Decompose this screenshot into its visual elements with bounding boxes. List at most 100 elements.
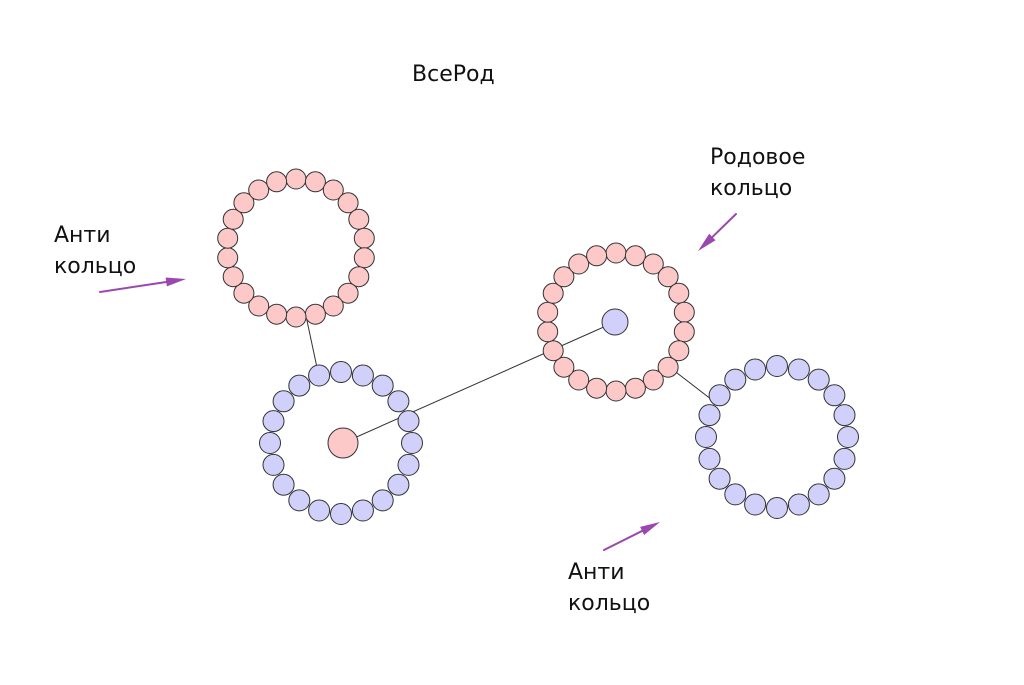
bead [787,358,810,381]
bead [351,499,374,522]
bead [285,306,307,328]
bead [787,493,810,516]
anti-ring-label-left: Анти кольцо [54,220,136,282]
rod-ring-label-line2: кольцо [710,176,793,201]
bead [353,247,375,269]
anti-ring-label-bottom: Анти кольцо [568,557,650,619]
bead [233,192,255,214]
bead [586,245,608,267]
bead [308,364,331,387]
bead [708,384,731,407]
bead [673,301,695,323]
bead [285,168,307,190]
bead [371,374,394,397]
bead [605,380,627,402]
bead [266,303,288,325]
pointer-arrows [99,213,737,551]
bead [568,369,590,391]
bead [642,369,664,391]
bead [248,295,270,317]
bead [642,253,664,275]
bead [397,410,420,433]
bead [766,355,788,377]
bead [673,321,695,343]
bead [807,483,830,506]
bead [624,245,646,267]
rod-ring-label-line1: Родовое [710,145,806,170]
link-left-center-to-right-center [342,321,616,444]
bead [387,473,410,496]
bead [542,340,564,362]
bead [537,321,559,343]
bead [330,503,352,525]
bead [262,453,285,476]
bead [222,266,244,288]
bead [668,340,690,362]
anti-ring-top-left [217,168,375,328]
bead [217,247,239,269]
bead [698,447,721,470]
bead [657,356,679,378]
bead [586,377,608,399]
bead [272,473,295,496]
bead [288,489,311,512]
bead [823,467,846,490]
bead [401,432,423,454]
bead [304,171,326,193]
bead [807,368,830,391]
anti-ring-label-bottom-line2: кольцо [568,591,651,616]
bead [744,358,767,381]
bead [348,208,370,230]
bead [668,282,690,304]
bead [823,384,846,407]
bead [371,489,394,512]
bead [624,377,646,399]
arrow-to-rod-ring [698,213,737,251]
bead [657,266,679,288]
bead [259,432,281,454]
bead [288,374,311,397]
bead [262,410,285,433]
anti-ring-label-left-line1: Анти [54,223,111,248]
arrow-to-anti-ring-bottom [603,522,660,551]
bead [266,171,288,193]
anti-ring-label-left-line2: кольцо [54,254,137,279]
bead [308,499,331,522]
bead [351,364,374,387]
bead [724,368,747,391]
bead [537,301,559,323]
bead [217,227,239,249]
bead [337,192,359,214]
bead [833,447,856,470]
bead [322,179,344,201]
diagram-title: ВсеРод [412,59,495,90]
bead [837,426,859,448]
bead [272,390,295,413]
center-bead-left [327,427,359,459]
rod-ring-label: Родовое кольцо [710,142,805,204]
center-bead-right [601,308,629,336]
bead [330,361,352,383]
link-ring-left [259,361,423,525]
bead [348,266,370,288]
bead [553,356,575,378]
bead [353,227,375,249]
bead [397,453,420,476]
arrow-to-anti-ring-left [99,277,186,293]
anti-ring-label-bottom-line1: Анти [568,560,625,585]
bead [222,208,244,230]
bead [605,242,627,264]
bead [766,497,788,519]
bead [695,426,717,448]
bead [553,266,575,288]
bead [833,404,856,427]
bead [248,179,270,201]
bead [542,282,564,304]
bead [724,483,747,506]
bead [568,253,590,275]
title-text: ВсеРод [412,62,495,87]
bead [337,282,359,304]
bead [233,282,255,304]
anti-ring-bottom-right [695,355,859,519]
